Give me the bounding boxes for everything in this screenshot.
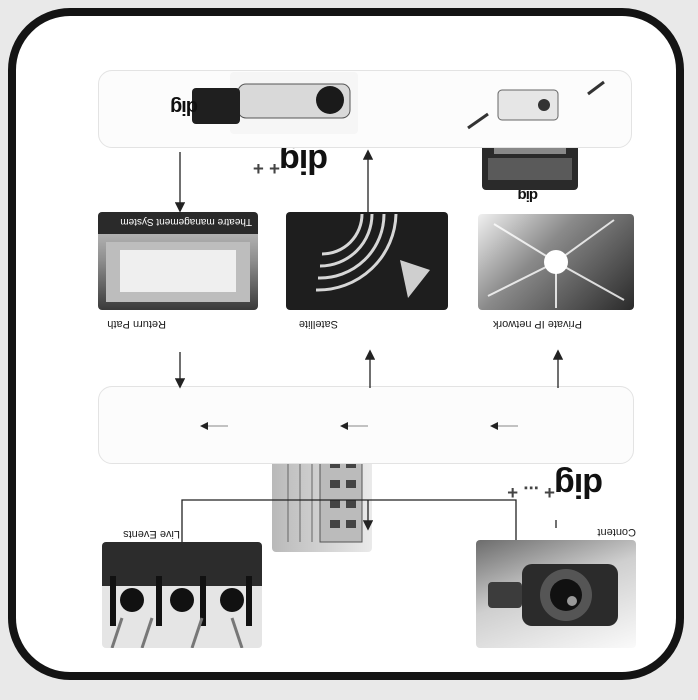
source-bus-line [182,500,516,542]
